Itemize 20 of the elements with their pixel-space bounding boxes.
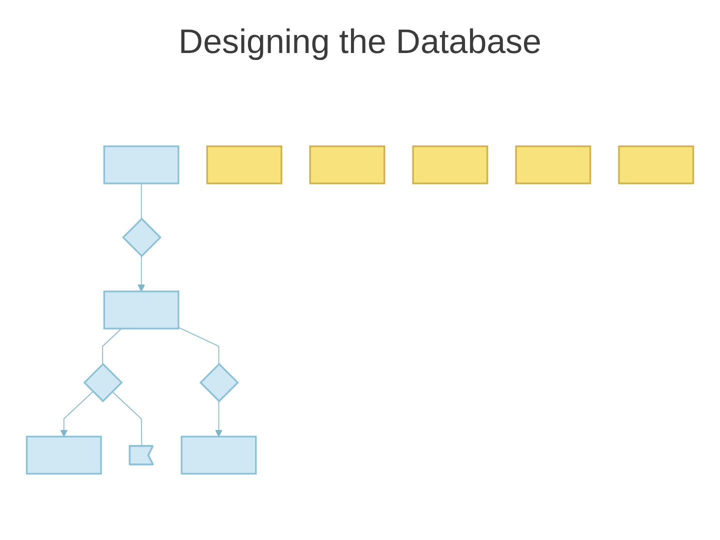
node-box bbox=[26, 436, 102, 475]
node-diamond bbox=[122, 218, 162, 258]
connector bbox=[112, 391, 142, 447]
node-diamond bbox=[199, 362, 239, 402]
node-box bbox=[103, 145, 180, 184]
connector bbox=[140, 182, 142, 220]
arrow bbox=[138, 256, 146, 292]
node-table bbox=[618, 145, 694, 184]
arrow bbox=[60, 391, 94, 437]
connector bbox=[102, 328, 122, 364]
connector bbox=[178, 326, 220, 364]
node-diamond bbox=[83, 362, 123, 402]
node-table bbox=[515, 145, 592, 184]
arrow bbox=[215, 400, 222, 437]
node-box bbox=[103, 290, 180, 330]
node-table bbox=[206, 145, 282, 184]
node-table bbox=[412, 145, 488, 184]
node-table bbox=[309, 145, 386, 184]
title: Designing the Database bbox=[178, 22, 542, 63]
node-box bbox=[180, 436, 257, 475]
